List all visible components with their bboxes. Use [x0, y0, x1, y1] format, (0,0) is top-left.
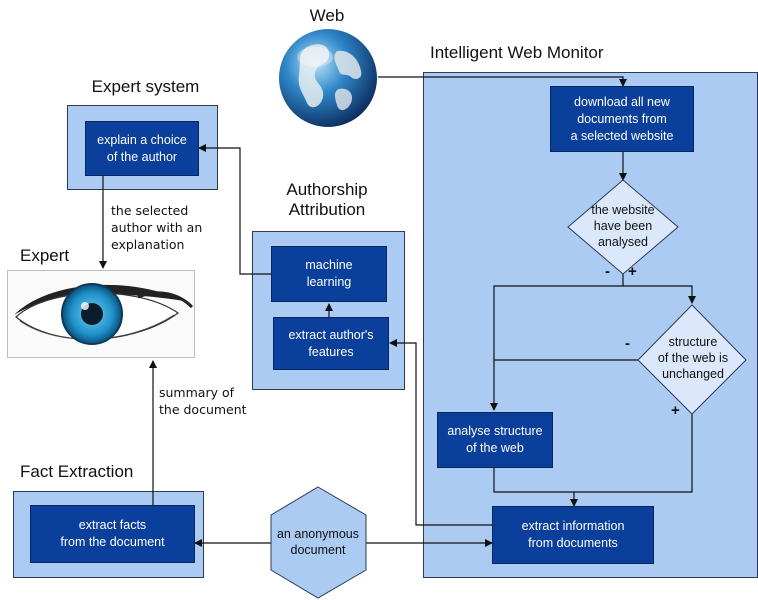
website-analysed-minus: -	[605, 263, 610, 280]
explain-choice-node: explain a choice of the author	[85, 121, 199, 176]
fact-extraction-title: Fact Extraction	[20, 462, 134, 481]
web-title: Web	[309, 6, 345, 25]
analyse-structure-node: analyse structure of the web	[437, 412, 553, 468]
extract-facts-node: extract facts from the document	[30, 505, 195, 563]
intelligent-web-monitor-title: Intelligent Web Monitor	[430, 43, 604, 62]
decision-website-analysed	[567, 179, 679, 275]
anonymous-document-label: an anonymous document	[276, 527, 359, 557]
extract-information-node: extract information from documents	[492, 506, 654, 564]
expert-system-title: Expert system	[91, 77, 200, 96]
globe-icon	[279, 29, 377, 127]
expert-title: Expert	[20, 246, 70, 265]
extract-features-node: extract author's features	[273, 317, 389, 370]
download-documents-node: download all new documents from a select…	[550, 86, 694, 152]
anonymous-document-hexagon	[270, 486, 367, 599]
summary-note: summary of the document	[159, 385, 247, 417]
decision-structure-unchanged	[637, 304, 747, 415]
eye-icon	[14, 283, 194, 345]
decision-structure-unchanged-label: structure of the web is unchanged	[657, 335, 729, 381]
structure-unchanged-plus: +	[671, 402, 680, 419]
structure-unchanged-minus: -	[625, 335, 630, 352]
website-analysed-plus: +	[628, 263, 637, 280]
machine-learning-node: machine learning	[271, 246, 387, 302]
authorship-attribution-title: Authorship Attribution	[286, 180, 368, 219]
selected-author-note: the selected author with an explanation	[111, 203, 203, 252]
decision-website-analysed-label: the website have been analysed	[591, 203, 655, 249]
